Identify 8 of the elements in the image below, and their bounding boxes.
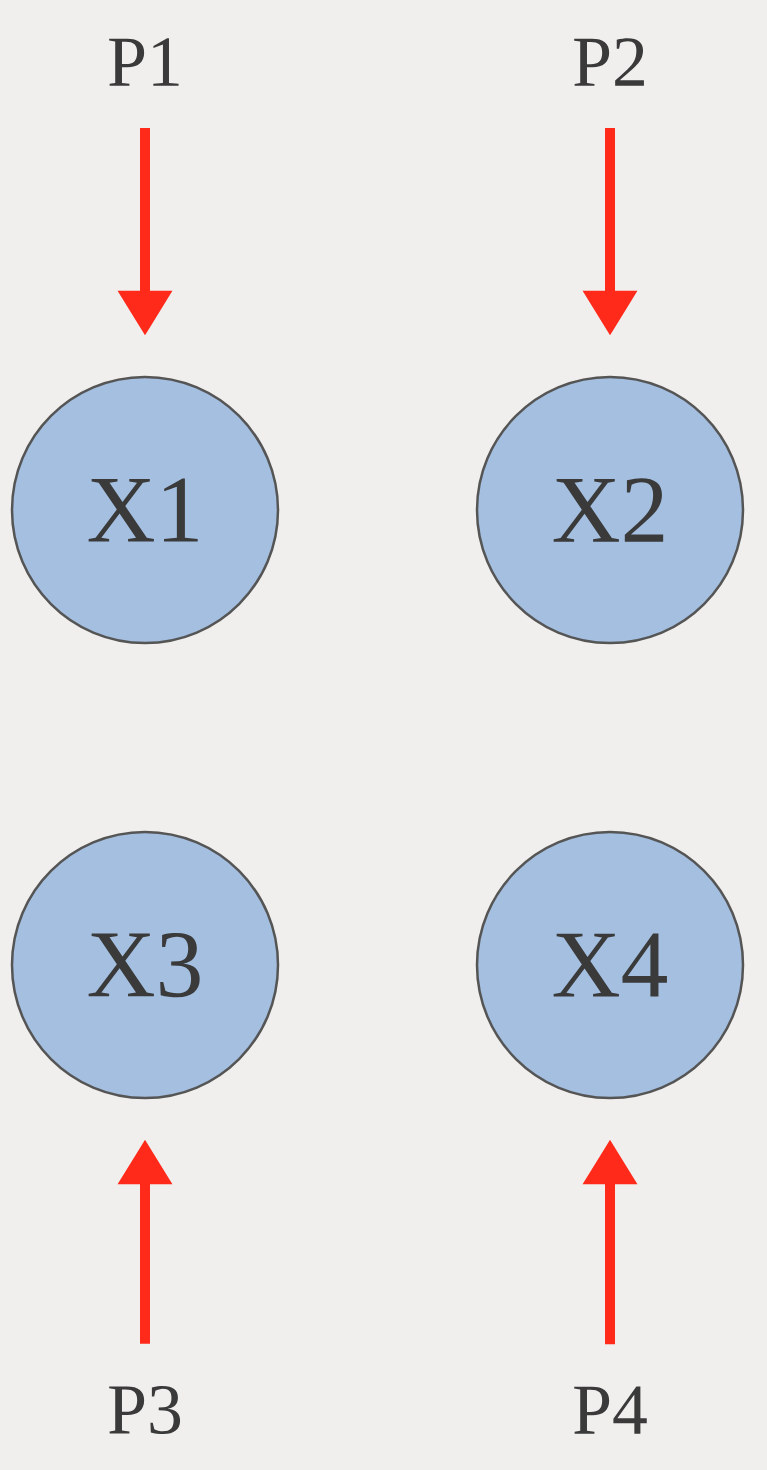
circle-node: X3 xyxy=(10,830,280,1100)
circle-node: X2 xyxy=(475,375,745,645)
circle-node: X1 xyxy=(10,375,280,645)
circle-node: X4 xyxy=(475,830,745,1100)
node-label: P2 xyxy=(574,38,644,86)
node-label: P1 xyxy=(109,38,179,86)
node-label: P3 xyxy=(109,1385,181,1435)
node-label: P4 xyxy=(574,1386,647,1434)
